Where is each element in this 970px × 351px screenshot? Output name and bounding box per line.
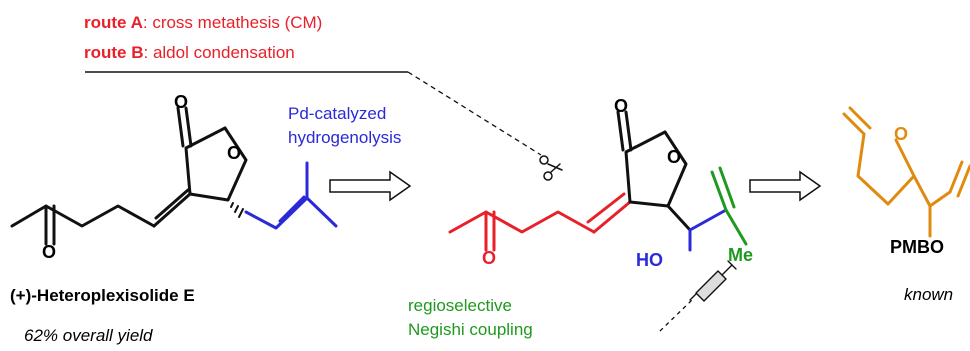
c2-hydroxyl: HO	[636, 250, 663, 270]
c2-methyl: Me	[728, 245, 754, 265]
c1-ketone-o: O	[42, 242, 57, 262]
scissors-icon	[539, 155, 563, 181]
step1-line2: hydrogenolysis	[288, 128, 402, 147]
syringe-icon	[689, 260, 737, 302]
route-a-text: : cross metathesis (CM)	[142, 13, 323, 32]
retro-arrow-2	[749, 170, 822, 202]
c2-carbonyl-o: O	[614, 96, 629, 116]
c1-carbonyl-o: O	[174, 92, 189, 112]
route-b-text: : aldol condensation	[143, 43, 295, 62]
c1-ring-o: O	[227, 143, 242, 163]
dashed-pointer-negishi	[659, 299, 693, 332]
step1-line1: Pd-catalyzed	[288, 104, 387, 123]
compound3-note: known	[904, 285, 954, 304]
compound1-yield: 62% overall yield	[24, 326, 153, 345]
step2-line1: regioselective	[408, 296, 512, 315]
route-b-label: route B	[84, 43, 144, 62]
step2-line2: Negishi coupling	[408, 320, 533, 339]
compound1-name: (+)-Heteroplexisolide E	[10, 286, 195, 305]
compound-heteroplexisolide-e	[10, 106, 338, 246]
retro-arrow-1	[329, 170, 412, 202]
route-a-label: route A	[84, 13, 143, 32]
c3-ring-o: O	[894, 124, 909, 144]
route-b-line: route B: aldol condensation	[84, 43, 295, 63]
c3-pmbo: PMBO	[890, 237, 944, 257]
route-a-line: route A: cross metathesis (CM)	[84, 13, 322, 33]
compound-known	[842, 106, 970, 238]
compound-intermediate	[448, 110, 748, 302]
c2-ring-o: O	[667, 147, 682, 167]
c2-ketone-o: O	[482, 248, 497, 268]
dashed-pointer-cm	[407, 71, 542, 156]
